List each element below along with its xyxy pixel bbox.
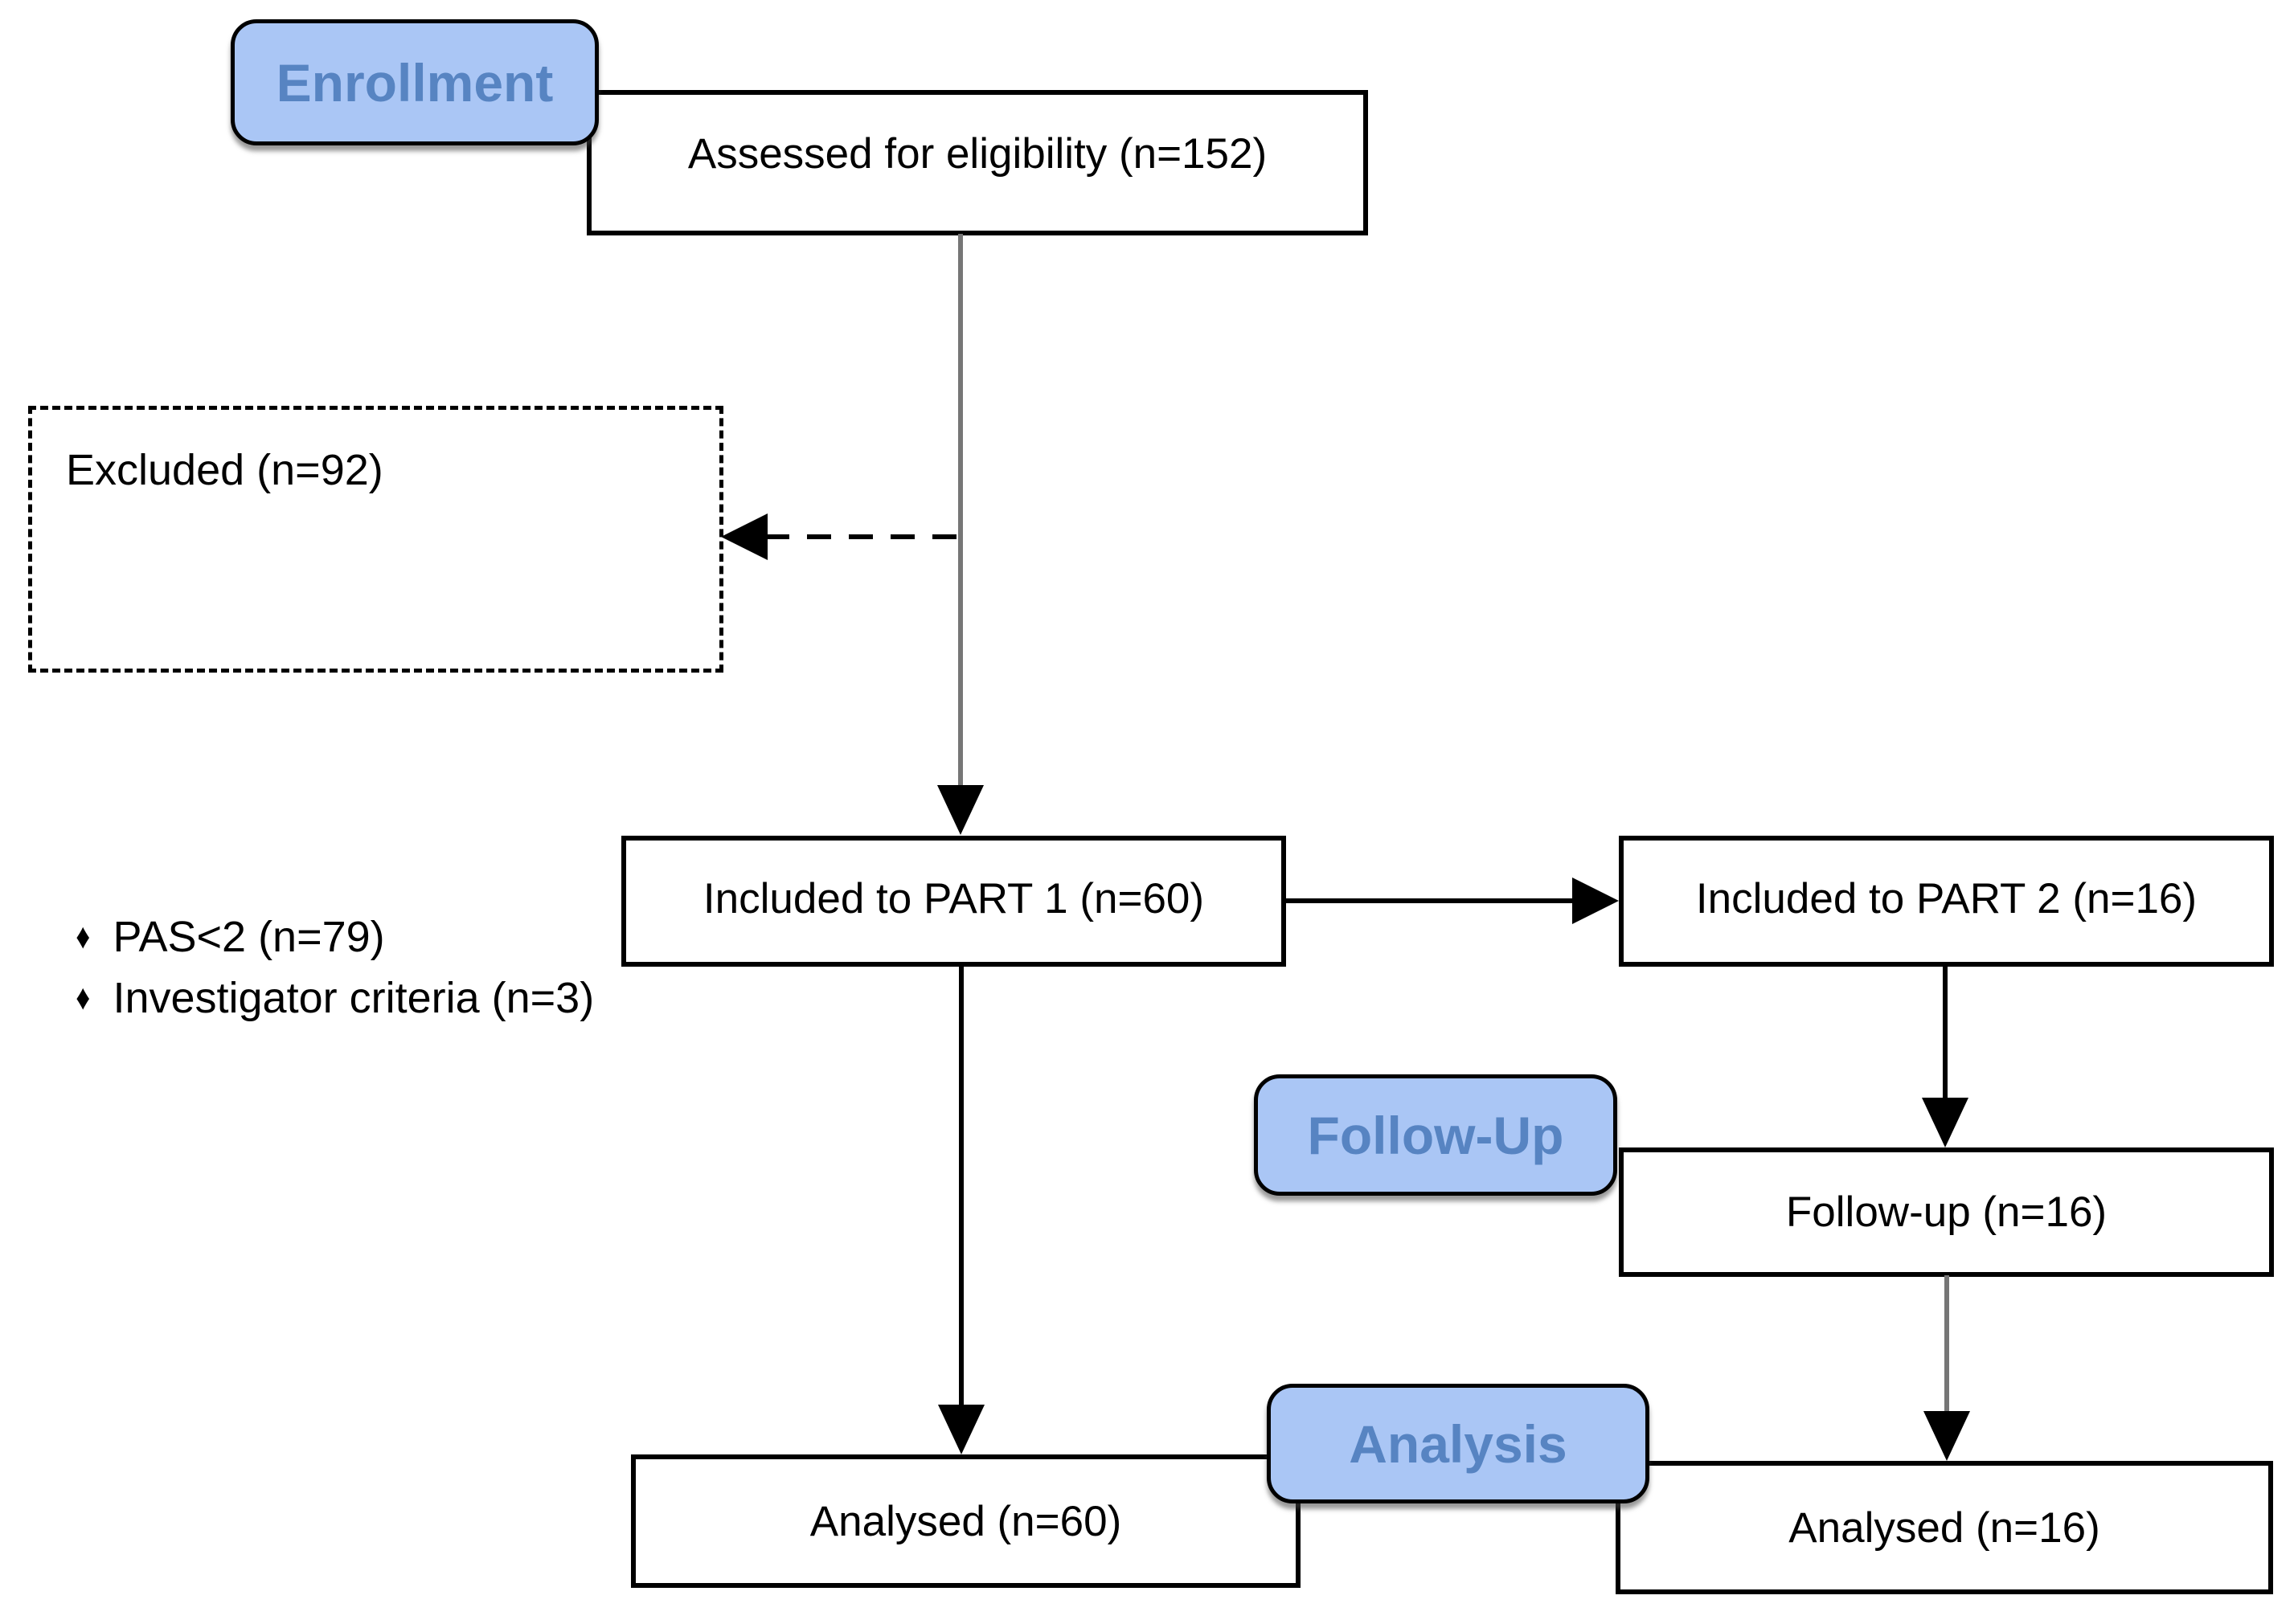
excluded-title: Excluded (n=92) [66,446,383,494]
stage-label-analysis: Analysis [1267,1384,1649,1503]
connector-part1-to-analysed [959,965,964,1405]
arrowhead-down-icon [1923,1411,1970,1461]
stage-label-analysis-text: Analysis [1349,1413,1567,1474]
connector-part2-to-followup [1943,965,1948,1098]
connector-followup-to-analysed [1944,1275,1949,1411]
stage-label-enrollment: Enrollment [231,19,599,145]
connector-dashed-to-excluded [765,534,962,539]
excluded-bullet-text: PAS<2 (n=79) [113,913,385,961]
flow-box-included-part2: Included to PART 2 (n=16) [1619,836,2274,967]
flow-box-analysed-part2: Analysed (n=16) [1616,1461,2273,1594]
diamond-bullet-icon: ♦ [76,917,91,956]
arrowhead-left-icon [721,513,768,560]
connector-assessed-to-part1 [958,234,963,785]
flow-box-included-part1: Included to PART 1 (n=60) [621,836,1286,967]
flow-box-followup: Follow-up (n=16) [1619,1147,2274,1277]
stage-label-enrollment-text: Enrollment [276,52,554,112]
excluded-bullet-row: ♦ PAS<2 (n=79) [74,912,385,962]
connector-part1-to-part2 [1284,898,1574,903]
excluded-box: Excluded (n=92) ♦ PAS<2 (n=79) ♦ Investi… [28,406,723,1022]
arrowhead-down-icon [938,1405,985,1454]
arrowhead-right-icon [1572,877,1619,924]
analysed-part2-text: Analysed (n=16) [1788,1503,2100,1552]
arrowhead-down-icon [937,785,984,835]
included-part2-text: Included to PART 2 (n=16) [1695,875,2198,922]
flow-box-assessed-for-eligibility: Assessed for eligibility (n=152) [587,90,1368,235]
included-part1-text: Included to PART 1 (n=60) [703,875,1205,922]
excluded-bullet-row: ♦ Investigator criteria (n=3) [74,973,594,1023]
analysed-part1-text: Analysed (n=60) [809,1497,1122,1545]
stage-label-followup: Follow-Up [1254,1074,1617,1196]
flow-box-analysed-part1: Analysed (n=60) [631,1454,1301,1588]
assessed-text: Assessed for eligibility (n=152) [687,130,1268,178]
followup-text: Follow-up (n=16) [1785,1188,2108,1236]
stage-label-followup-text: Follow-Up [1307,1105,1564,1165]
excluded-bullet-text: Investigator criteria (n=3) [113,974,595,1022]
arrowhead-down-icon [1922,1098,1968,1147]
diamond-bullet-icon: ♦ [76,978,91,1017]
